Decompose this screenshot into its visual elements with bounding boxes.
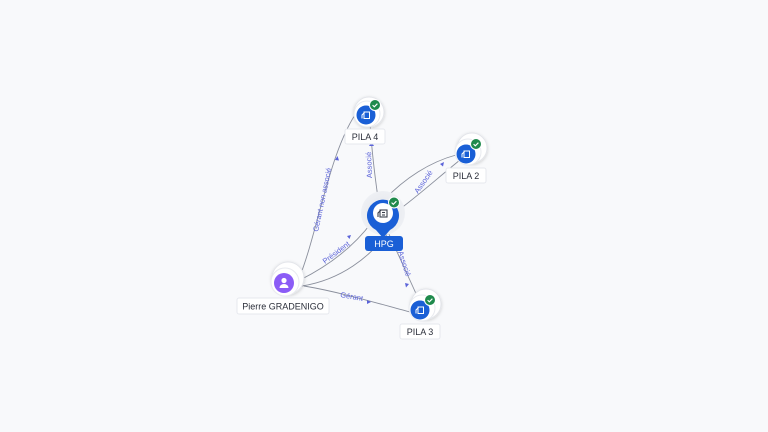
building-icon [377,209,388,218]
edge-label-person-center: Président [321,239,352,266]
building-icon [361,111,370,119]
arrow-icon [367,300,371,304]
check-icon [424,294,436,306]
node-label: PILA 3 [407,327,434,337]
edge-label-center-pila2: Associé [412,168,434,195]
check-mark [372,103,378,108]
node-center-hpg[interactable]: HPG [361,191,405,251]
node-disc [356,105,376,125]
check-icon [388,196,400,209]
node-pila3[interactable]: PILA 3 [399,288,442,340]
node-label: PILA 4 [352,132,379,142]
arrow-icon [347,235,351,239]
edge-label-center-pila4: Associé [364,152,374,179]
node-person[interactable]: Pierre GRADENIGO [236,261,330,315]
node-label-box [445,167,487,184]
check-mark [391,200,397,206]
edge-label-center-pila3: Associé [396,250,413,278]
edge-person-center[interactable] [299,221,373,281]
check-mark [427,298,433,303]
edge-label-person-pila3: Gérant [340,290,365,303]
node-pila2[interactable]: PILA 2 [445,132,488,184]
building-icon [461,150,470,158]
node-label-box [236,297,330,315]
edge-person-pila3[interactable] [303,285,411,313]
node-pila4[interactable]: PILA 4 [344,96,386,145]
building-icon [415,306,424,314]
node-label: HPG [374,239,394,249]
arrow-icon [405,283,409,288]
check-mark [473,142,479,147]
arrow-icon [440,162,444,167]
edge-label-person-pila4: Gérant non associé [311,167,333,232]
node-label: PILA 2 [453,171,480,181]
node-label-badge [365,236,403,251]
person-icon [279,277,289,288]
arrow-icon [335,156,339,161]
node-label-box [399,323,441,340]
node-disc [410,300,430,320]
check-icon [470,138,482,150]
node-disc [456,144,476,164]
node-label: Pierre GRADENIGO [242,302,324,312]
node-label-box [344,128,386,145]
check-icon [369,99,381,111]
edge-person-pila4[interactable] [299,111,358,277]
